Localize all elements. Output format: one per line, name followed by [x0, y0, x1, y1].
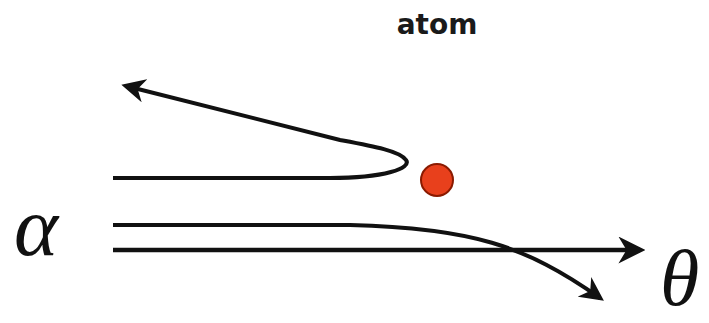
atom-shape [340, 83, 534, 277]
alpha-symbol: α [14, 185, 58, 269]
atom-circle: atom [340, 8, 534, 277]
theta-symbol: θ [660, 238, 699, 318]
backscatter-trajectory [113, 86, 407, 178]
nucleus [421, 164, 453, 196]
atom-heading: atom [340, 8, 534, 42]
deflected-trajectory [113, 225, 600, 298]
straight-trajectory [113, 248, 640, 253]
